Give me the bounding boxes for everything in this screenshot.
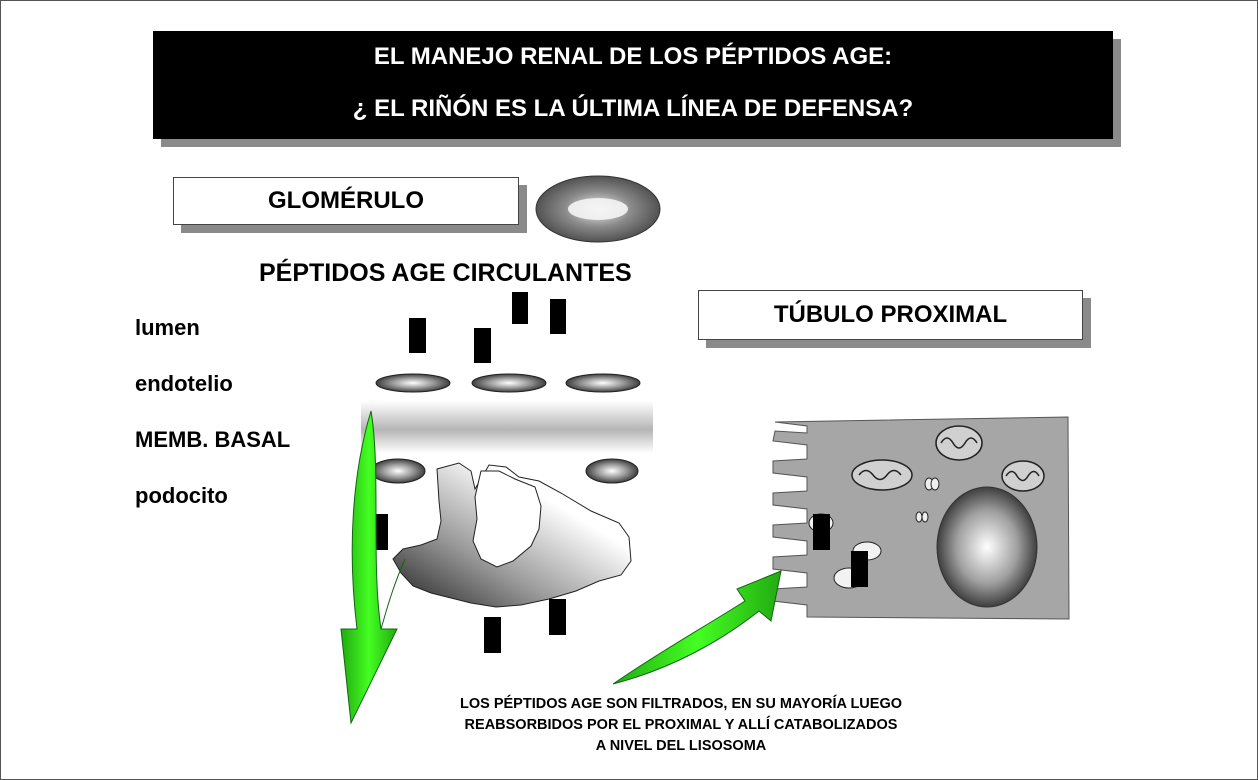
- layer-label-lumen: lumen: [135, 315, 200, 340]
- caption-line-2: REABSORBIDOS POR EL PROXIMAL Y ALLÍ CATA…: [464, 717, 898, 733]
- title-line-1: EL MANEJO RENAL DE LOS PÉPTIDOS AGE:: [373, 43, 893, 70]
- title-line-2: ¿ EL RIÑÓN ES LA ÚLTIMA LÍNEA DE DEFENSA…: [352, 95, 914, 122]
- tubulo-proximal-label: TÚBULO PROXIMAL: [698, 290, 1083, 340]
- age-peptide-icons: [372, 292, 868, 653]
- nucleus-icon: [936, 486, 1038, 608]
- podocyte-shape: [370, 458, 639, 608]
- basement-membrane: [361, 401, 653, 453]
- red-blood-cell-icon: [535, 175, 661, 243]
- caption: LOS PÉPTIDOS AGE SON FILTRADOS, EN SU MA…: [421, 694, 941, 757]
- glomerulo-label: GLOMÉRULO: [173, 177, 519, 225]
- layer-label-podocito: podocito: [135, 483, 228, 508]
- endothelium-cells: [375, 373, 641, 393]
- reabsorption-arrow-icon: [612, 570, 782, 685]
- caption-line-3: A NIVEL DEL LISOSOMA: [595, 738, 767, 754]
- layer-label-endotelio: endotelio: [135, 371, 233, 396]
- title-banner: EL MANEJO RENAL DE LOS PÉPTIDOS AGE: ¿ E…: [153, 31, 1113, 139]
- proximal-tubule-cell: [772, 416, 1070, 620]
- mitochondria-icons: [851, 425, 1045, 492]
- filtration-arrow-icon: [340, 410, 398, 725]
- caption-line-1: LOS PÉPTIDOS AGE SON FILTRADOS, EN SU MA…: [459, 696, 903, 712]
- layer-label-membrana-basal: MEMB. BASAL: [135, 427, 291, 452]
- peptidos-circulantes-label: PÉPTIDOS AGE CIRCULANTES: [259, 259, 632, 287]
